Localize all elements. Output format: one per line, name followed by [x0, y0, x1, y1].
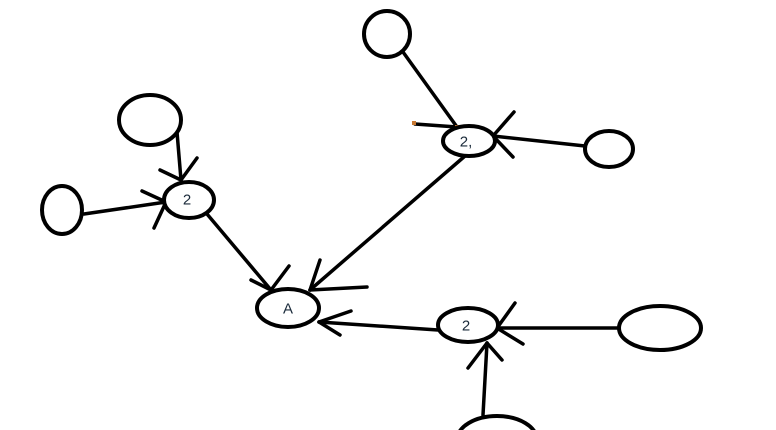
arrowhead	[308, 285, 369, 292]
node-2-left-shape	[162, 180, 216, 220]
node-2-bottom: 2	[436, 306, 500, 344]
arrowhead	[158, 168, 183, 182]
arrowhead	[466, 341, 489, 370]
arrowhead	[317, 309, 353, 324]
accent-dot	[412, 121, 416, 125]
edge-stub	[413, 122, 459, 129]
node-2-top-label: 2,	[460, 134, 473, 151]
nodes: 2 2, 2 A	[40, 9, 703, 430]
edge-leaf-left-top-to-2	[175, 130, 183, 182]
node-A-shape	[255, 287, 321, 329]
arrowhead	[249, 278, 273, 292]
arrowhead	[317, 320, 342, 337]
edge-leaf-bottom-to-2	[481, 341, 489, 417]
leaf-node-bottom-right	[617, 304, 703, 352]
node-A-label: A	[283, 301, 293, 318]
node-2-top: 2,	[441, 124, 497, 158]
edge-leaf-left-to-2	[82, 200, 168, 216]
edge-leaf-right-to-2	[491, 134, 587, 148]
node-2-top-shape	[441, 124, 497, 158]
node-2-left-label: 2	[183, 192, 191, 209]
leaf-node-bottom	[458, 414, 536, 430]
arrowhead	[491, 110, 516, 138]
node-2-left: 2	[162, 180, 216, 220]
edge-2-left-to-A	[205, 212, 273, 292]
node-2-bottom-label: 2	[462, 318, 470, 335]
arrowhead	[308, 258, 322, 292]
arrowhead	[495, 301, 517, 330]
leaf-node-left	[40, 184, 84, 236]
leaf-node-left-top	[117, 93, 183, 147]
edge-leaf-top-to-2	[401, 50, 459, 129]
arrowhead	[269, 264, 291, 292]
edge-2-top-to-A	[308, 154, 467, 292]
arrowhead	[485, 341, 504, 362]
arrowhead	[495, 326, 525, 346]
arrowhead	[179, 156, 199, 182]
leaf-node-right	[583, 129, 635, 169]
leaf-node-top	[362, 9, 412, 59]
edge-2-bottom-to-A	[317, 320, 440, 332]
node-root-A: A	[255, 287, 321, 329]
node-2-bottom-shape	[436, 306, 500, 344]
arrowhead	[140, 189, 168, 204]
